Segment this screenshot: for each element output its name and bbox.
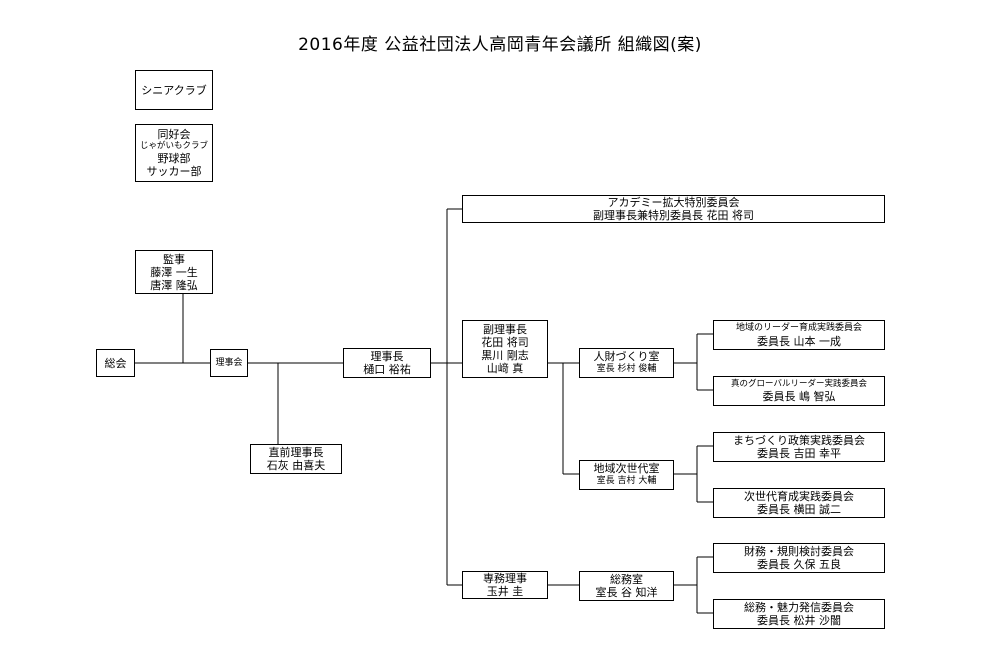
past-president-name: 石灰 由喜夫 bbox=[266, 459, 326, 472]
board-label: 理事会 bbox=[215, 357, 243, 368]
committee-label: まちづくり政策実践委員会 bbox=[733, 434, 865, 447]
committee-label: 真のグローバルリーダー実践委員会 bbox=[731, 379, 867, 389]
hobby-item-baseball: 野球部 bbox=[157, 152, 191, 165]
auditor-member: 唐澤 隆弘 bbox=[150, 278, 198, 292]
room-head: 室長 杉村 俊輔 bbox=[596, 364, 657, 374]
committee-chair: 委員長 山本 一成 bbox=[757, 335, 841, 348]
committee-box: 次世代育成実践委員会 委員長 横田 誠二 bbox=[713, 488, 885, 518]
committee-chair: 委員長 吉田 幸平 bbox=[757, 447, 841, 460]
room-box: 人財づくり室 室長 杉村 俊輔 bbox=[579, 348, 674, 378]
room-box: 総務室 室長 谷 知洋 bbox=[579, 571, 674, 601]
committee-label: 総務・魅力発信委員会 bbox=[744, 601, 854, 614]
committee-box: 地域のリーダー育成実践委員会 委員長 山本 一成 bbox=[713, 320, 885, 350]
past-president-label: 直前理事長 bbox=[268, 446, 324, 459]
room-head: 室長 谷 知洋 bbox=[595, 586, 658, 599]
room-label: 人財づくり室 bbox=[593, 350, 660, 363]
committee-box: まちづくり政策実践委員会 委員長 吉田 幸平 bbox=[713, 432, 885, 462]
president-name: 樋口 裕祐 bbox=[363, 363, 411, 376]
committee-box: 総務・魅力発信委員会 委員長 松井 沙闇 bbox=[713, 599, 885, 629]
president-label: 理事長 bbox=[370, 350, 404, 363]
auditor-member: 藤澤 一生 bbox=[150, 265, 198, 279]
hobby-item-potato: じゃがいもクラブ bbox=[139, 141, 208, 151]
hobby-item-soccer: サッカー部 bbox=[146, 165, 202, 178]
general-assembly-label: 総会 bbox=[104, 356, 127, 370]
committee-chair: 委員長 横田 誠二 bbox=[757, 503, 841, 516]
past-president-box: 直前理事長 石灰 由喜夫 bbox=[250, 444, 342, 474]
executive-director-name: 玉井 圭 bbox=[486, 585, 524, 598]
senior-club-label: シニアクラブ bbox=[141, 83, 207, 97]
executive-director-label: 専務理事 bbox=[483, 572, 527, 585]
vice-presidents-box: 副理事長 花田 将司 黒川 剛志 山﨑 真 bbox=[462, 320, 548, 378]
auditor-label: 監事 bbox=[163, 252, 185, 266]
room-label: 総務室 bbox=[610, 573, 643, 586]
vice-president-member: 黒川 剛志 bbox=[481, 349, 529, 362]
vice-president-member: 山﨑 真 bbox=[486, 362, 524, 375]
vice-presidents-label: 副理事長 bbox=[483, 323, 527, 336]
committee-label: 地域のリーダー育成実践委員会 bbox=[735, 323, 862, 333]
committee-chair: 委員長 松井 沙闇 bbox=[757, 614, 841, 627]
committee-label: 次世代育成実践委員会 bbox=[744, 490, 854, 503]
room-label: 地域次世代室 bbox=[593, 462, 660, 475]
hobby-club-label: 同好会 bbox=[157, 128, 191, 141]
academy-committee-box: アカデミー拡大特別委員会 副理事長兼特別委員長 花田 将司 bbox=[462, 195, 885, 223]
room-head: 室長 吉村 大輔 bbox=[596, 476, 657, 486]
president-box: 理事長 樋口 裕祐 bbox=[343, 348, 431, 378]
academy-committee-role: 副理事長兼特別委員長 花田 将司 bbox=[593, 209, 754, 222]
committee-label: 財務・規則検討委員会 bbox=[744, 545, 854, 558]
hobby-club-box: 同好会 じゃがいもクラブ 野球部 サッカー部 bbox=[135, 124, 213, 182]
academy-committee-label: アカデミー拡大特別委員会 bbox=[607, 196, 740, 209]
board-box: 理事会 bbox=[210, 349, 248, 377]
page-title: 2016年度 公益社団法人高岡青年会議所 組織図(案) bbox=[298, 35, 702, 55]
committee-box: 真のグローバルリーダー実践委員会 委員長 嶋 智弘 bbox=[713, 376, 885, 406]
committee-chair: 委員長 久保 五良 bbox=[757, 558, 841, 571]
general-assembly-box: 総会 bbox=[96, 349, 135, 377]
room-box: 地域次世代室 室長 吉村 大輔 bbox=[579, 460, 674, 490]
senior-club-box: シニアクラブ bbox=[135, 70, 213, 110]
executive-director-box: 専務理事 玉井 圭 bbox=[462, 571, 548, 599]
auditor-box: 監事 藤澤 一生 唐澤 隆弘 bbox=[135, 250, 213, 294]
committee-chair: 委員長 嶋 智弘 bbox=[762, 390, 836, 403]
committee-box: 財務・規則検討委員会 委員長 久保 五良 bbox=[713, 543, 885, 573]
vice-president-member: 花田 将司 bbox=[481, 336, 529, 349]
